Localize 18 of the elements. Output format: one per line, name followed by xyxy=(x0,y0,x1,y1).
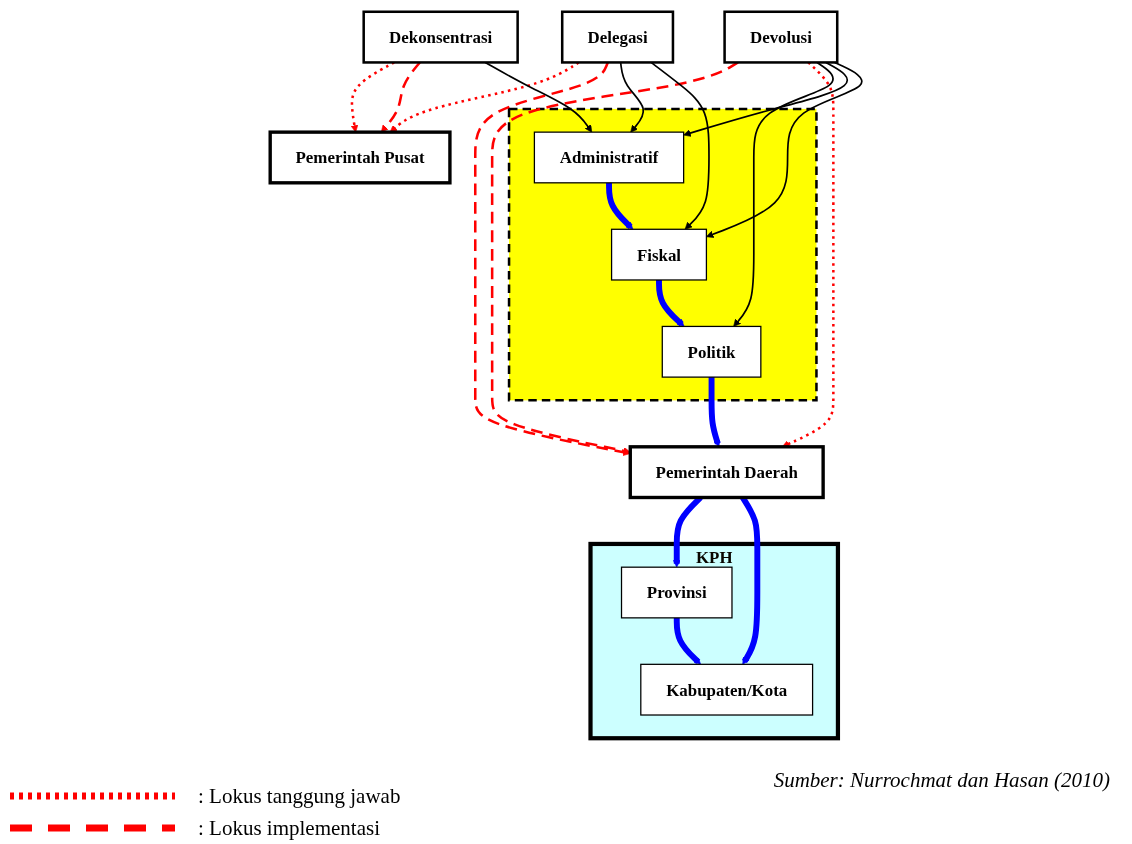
node-box: Provinsi xyxy=(620,566,733,619)
arrow xyxy=(673,617,701,665)
arrow xyxy=(606,182,634,230)
node-box: Devolusi xyxy=(723,10,839,64)
node-box: Dekonsentrasi xyxy=(362,10,519,64)
arrow xyxy=(706,61,863,238)
arrow xyxy=(656,279,685,327)
node-box: Politik xyxy=(661,325,762,378)
node-box: Fiskal xyxy=(610,228,708,281)
source-caption: Sumber: Nurrochmat dan Hasan (2010) xyxy=(773,768,1110,793)
node-box: Administratif xyxy=(533,131,685,184)
legend-text: : Lokus implementasi xyxy=(198,815,380,841)
legend-text: : Lokus tanggung jawab xyxy=(198,783,401,809)
node-box: Pemerintah Daerah xyxy=(628,445,825,500)
node-box: Pemerintah Pusat xyxy=(268,130,452,185)
cluster xyxy=(507,107,818,402)
node-box: Delegasi xyxy=(560,10,675,64)
node-box: Kabupaten/Kota xyxy=(640,663,814,716)
